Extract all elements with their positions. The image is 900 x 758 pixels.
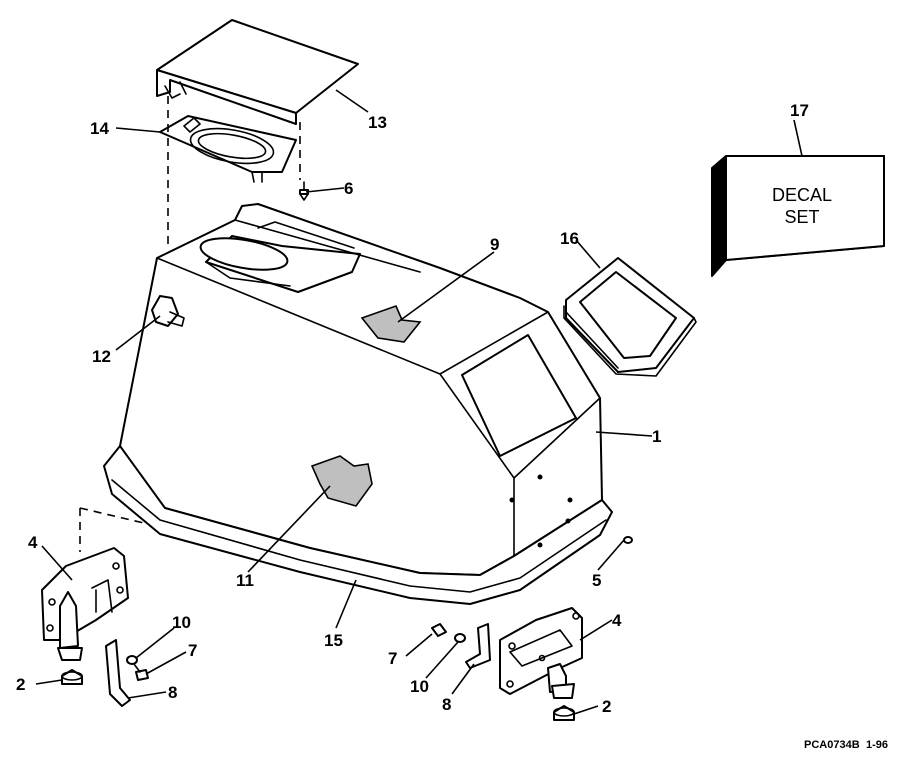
- callout-4-right: 4: [612, 611, 622, 630]
- callout-8-right: 8: [442, 695, 451, 714]
- diagram-date: 1-96: [866, 739, 888, 751]
- mount-bracket-right: [499, 607, 583, 699]
- callout-9: 9: [490, 235, 499, 254]
- plug-part: [623, 536, 633, 544]
- callout-7-right: 7: [388, 649, 397, 668]
- diagram-code: PCA0734B: [804, 739, 860, 751]
- decal-label-line1: DECAL: [772, 185, 832, 205]
- callout-10-right: 10: [410, 677, 429, 696]
- callout-17: 17: [790, 101, 809, 120]
- screw-right: [431, 623, 447, 637]
- decal-set-box: DECAL SET: [711, 154, 885, 278]
- rubber-mount-right: [553, 705, 575, 721]
- callout-5: 5: [592, 571, 601, 590]
- callout-4-left: 4: [28, 533, 38, 552]
- callout-7-left: 7: [188, 641, 197, 660]
- decal-patch-side: [310, 455, 373, 507]
- washer-right: [454, 633, 466, 643]
- hood-cover-part: [156, 19, 359, 125]
- screw-left: [133, 663, 149, 681]
- leader-lines: [35, 89, 803, 715]
- callout-8-left: 8: [168, 683, 177, 702]
- callout-10-left: 10: [172, 613, 191, 632]
- callout-2-left: 2: [16, 675, 25, 694]
- engine-cowl-part: [103, 203, 613, 605]
- washer-left: [126, 655, 138, 665]
- callout-11: 11: [236, 571, 254, 590]
- rubber-mount-left: [61, 669, 83, 685]
- window-trim-part: [563, 257, 697, 377]
- callout-6: 6: [344, 179, 353, 198]
- callout-13: 13: [368, 113, 387, 132]
- callout-14: 14: [90, 119, 109, 138]
- callout-12: 12: [92, 347, 111, 366]
- callout-1: 1: [652, 427, 661, 446]
- cover-plate-part: [159, 115, 297, 183]
- decal-patch-top: [360, 304, 422, 343]
- latch-knob-part: [151, 295, 185, 327]
- screw-part: [299, 181, 309, 201]
- strap-right: [465, 623, 491, 669]
- callout-15: 15: [324, 631, 343, 650]
- callout-2-right: 2: [602, 697, 611, 716]
- strap-left: [105, 639, 131, 707]
- callout-16: 16: [560, 229, 579, 248]
- decal-label-line2: SET: [784, 207, 819, 227]
